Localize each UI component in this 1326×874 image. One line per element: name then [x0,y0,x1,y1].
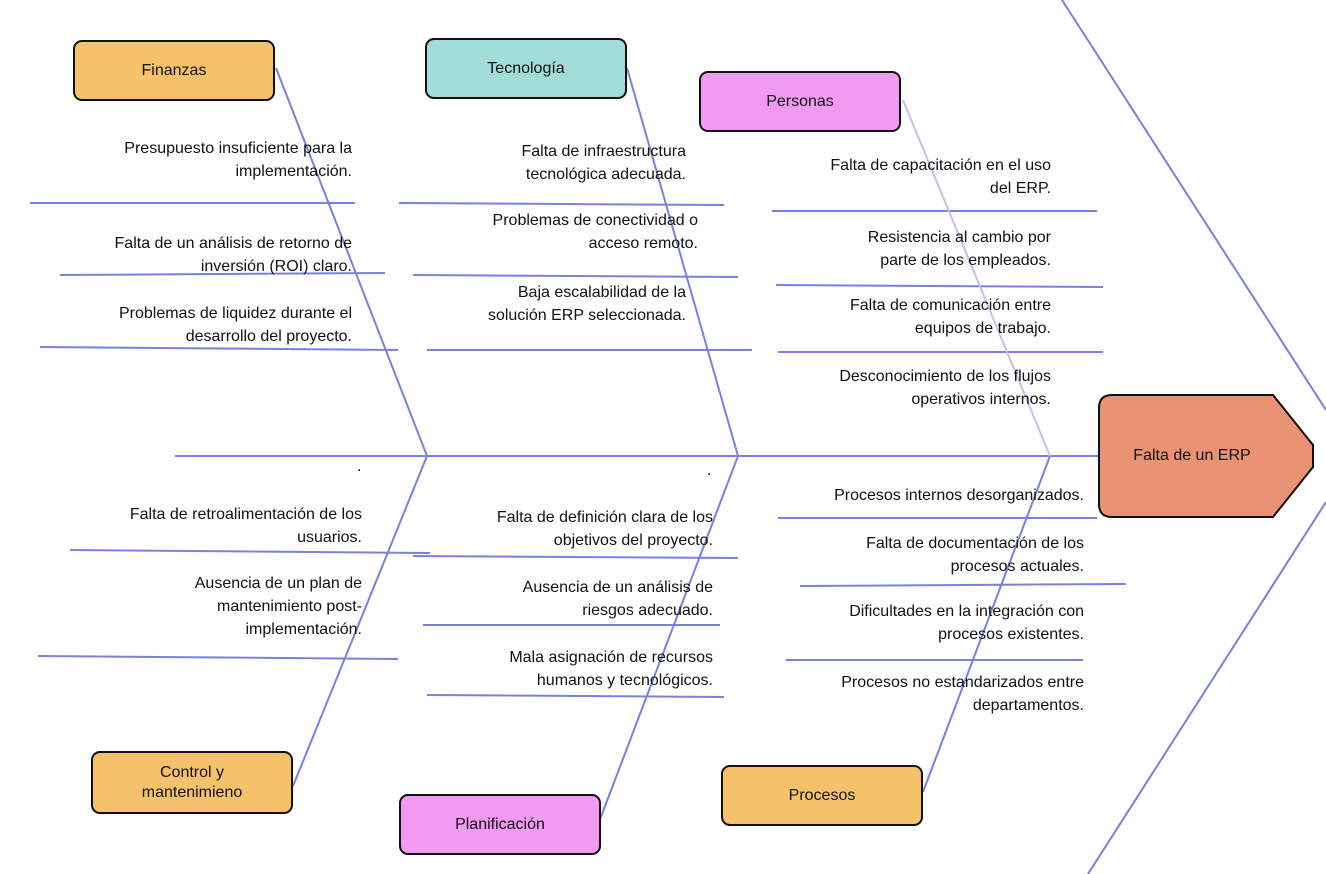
cause-text: Falta de capacitación en el uso del ERP. [830,157,1051,197]
underline [59,272,386,276]
underline [775,284,1104,288]
bone-personas [902,99,1051,457]
category-finanzas[interactable]: Finanzas [73,40,275,101]
cause-text: Falta de infraestructura tecnológica ade… [521,143,686,183]
underline [69,549,431,554]
category-label: Personas [766,92,834,110]
underline [799,583,1127,587]
effect-head-shape [1098,394,1314,518]
cause-text: Falta de un análisis de retorno de inver… [114,235,352,275]
category-label: Finanzas [141,61,207,79]
cause-text: Procesos no estandarizados entre departa… [841,674,1084,714]
category-control[interactable]: Control y mantenimieno [91,751,293,814]
category-label: Control y mantenimieno [141,763,243,801]
bone-finanzas [275,67,428,457]
cause-text: Falta de documentación de los procesos a… [866,535,1084,575]
cause-text: Problemas de conectividad o acceso remot… [492,212,698,252]
underline [39,346,399,351]
underline [398,202,725,206]
bone-planificacion [598,455,739,823]
underline [37,655,399,660]
cause-text: Ausencia de un análisis de riesgos adecu… [522,579,713,619]
bone-procesos [922,455,1051,793]
cause-text: Falta de comunicación entre equipos de t… [850,297,1051,337]
category-planificacion[interactable]: Planificación [399,794,601,855]
category-tecnologia[interactable]: Tecnología [425,38,627,99]
cause-text: Resistencia al cambio por parte de los e… [867,229,1051,269]
underline [412,274,739,278]
dot-marker: . [707,462,712,479]
cause-text: Ausencia de un plan de mantenimiento pos… [194,575,362,638]
category-procesos[interactable]: Procesos [721,765,923,826]
cause-text: Mala asignación de recursos humanos y te… [509,649,713,689]
cause-text: Desconocimiento de los flujos operativos… [839,368,1051,408]
category-label: Procesos [788,786,856,804]
category-label: Tecnología [487,59,565,77]
category-personas[interactable]: Personas [699,71,901,132]
bone-tecnologia [626,67,739,457]
cause-text: Baja escalabilidad de la solución ERP se… [487,284,686,324]
dot-marker: . [357,458,362,475]
underline [412,555,739,559]
chevron-lower-line [1087,501,1326,874]
chevron-upper-line [1061,0,1326,411]
effect-label: Falta de un ERP [1133,447,1251,464]
bone-control [292,455,428,787]
category-label: Planificación [455,815,545,833]
cause-text: Problemas de liquidez durante el desarro… [118,305,352,345]
cause-text: Falta de retroalimentación de los usuari… [129,506,362,546]
underline [426,694,725,698]
cause-text: Dificultades en la integración con proce… [849,603,1084,643]
cause-text: Procesos internos desorganizados. [834,487,1084,504]
cause-text: Presupuesto insuficiente para la impleme… [124,140,352,180]
cause-text: Falta de definición clara de los objetiv… [496,509,713,549]
